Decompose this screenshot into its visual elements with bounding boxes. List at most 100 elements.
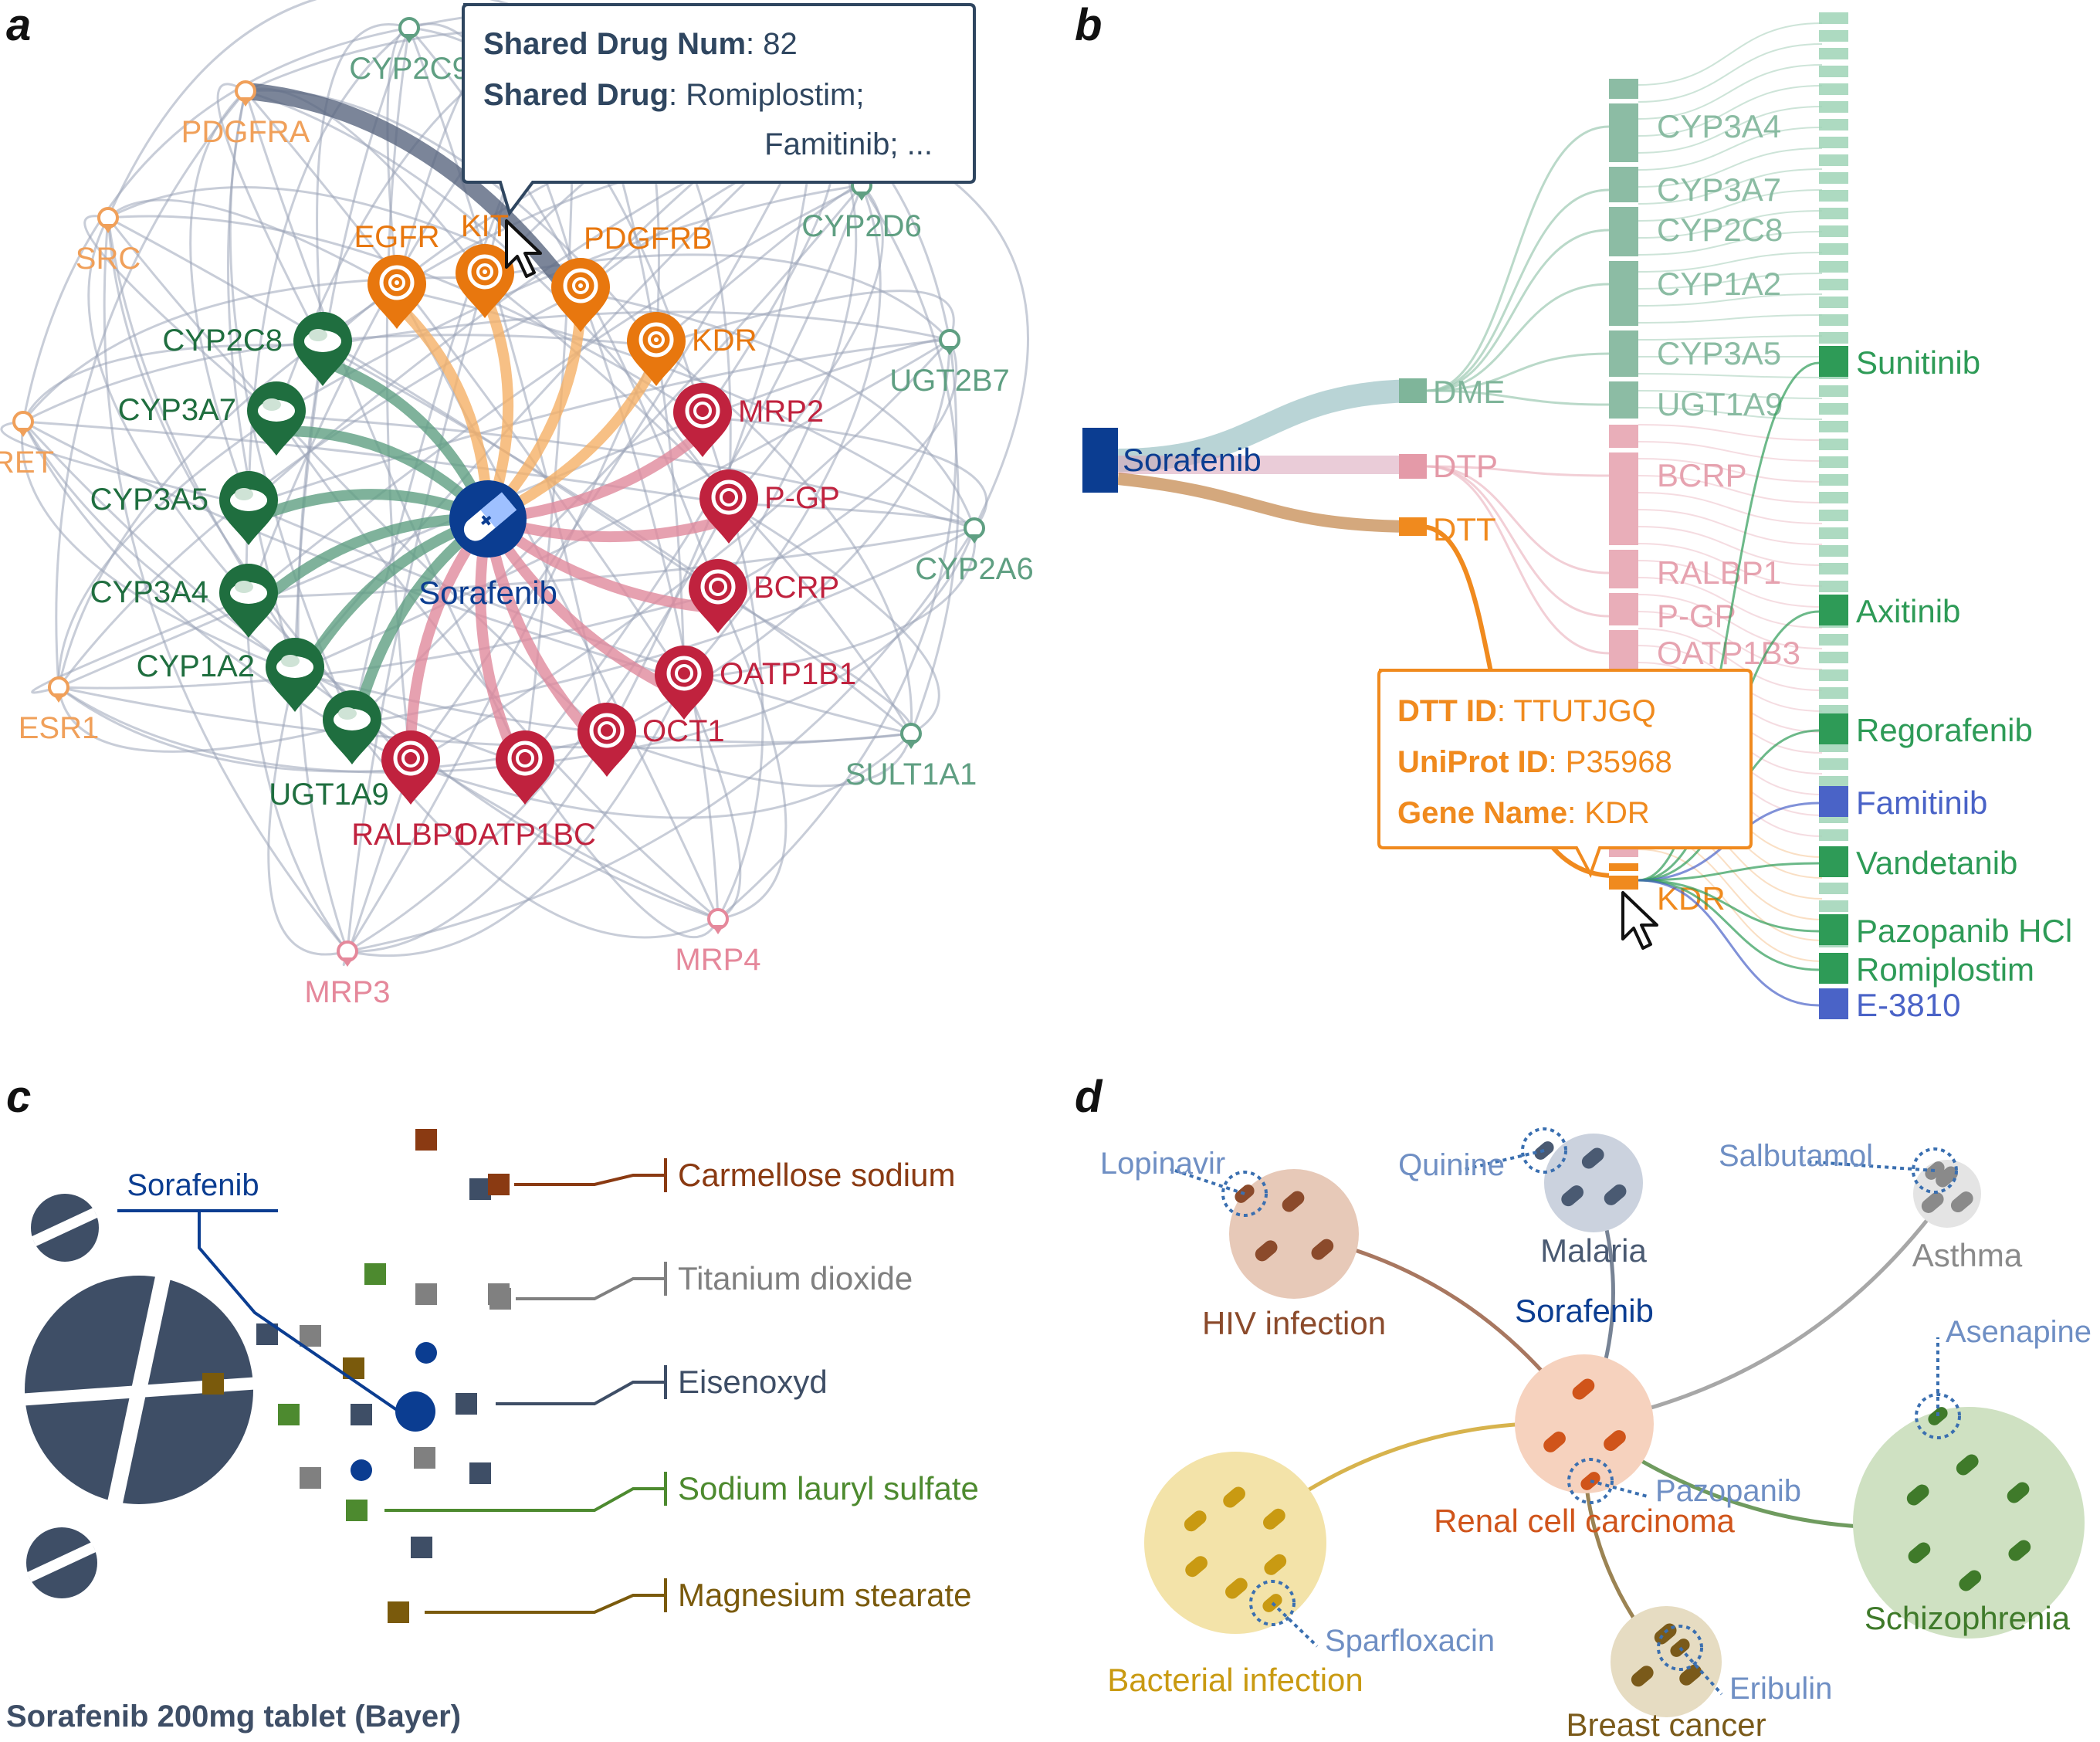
- sankey-link: [1638, 231, 1823, 256]
- network-edge: [682, 679, 742, 920]
- network-edge: [22, 26, 410, 422]
- node-ugt1a9[interactable]: UGT1A9: [269, 690, 389, 812]
- node-p-gp[interactable]: P-GP: [699, 469, 840, 544]
- middle-node-cyp1a2[interactable]: CYP1A2: [1657, 266, 1781, 302]
- outer-node-mrp3[interactable]: MRP3: [304, 940, 391, 1009]
- node-cyp3a5[interactable]: CYP3A5: [90, 471, 278, 545]
- sankey-link: [1638, 85, 1823, 137]
- node-cyp1a2[interactable]: CYP1A2: [137, 638, 324, 712]
- outer-node-cyp2a6[interactable]: CYP2A6: [915, 517, 1034, 586]
- drug-node: [1819, 101, 1848, 113]
- drug-node-vandetanib[interactable]: [1819, 846, 1848, 877]
- drug-node-pazopanib-hcl[interactable]: [1819, 914, 1848, 945]
- node-cyp2c8[interactable]: CYP2C8: [162, 312, 352, 386]
- outer-node-ret[interactable]: RET: [0, 411, 54, 480]
- outer-node-src[interactable]: SRC: [76, 207, 141, 276]
- middle-node-cyp3a5[interactable]: CYP3A5: [1657, 335, 1781, 371]
- middle-node-divider: [1609, 545, 1638, 550]
- drug-node-sunitinib[interactable]: [1819, 346, 1848, 377]
- drug-pointer: [1170, 1168, 1245, 1195]
- excipient-particle: [489, 1288, 511, 1310]
- node-kit[interactable]: KIT: [456, 209, 514, 318]
- middle-node-ralbp1[interactable]: RALBP1: [1657, 554, 1781, 591]
- node-label: OATP1BC: [454, 818, 596, 852]
- transporter-icon: [666, 656, 702, 691]
- network-edge: [716, 592, 788, 920]
- middle-node-cyp3a4[interactable]: CYP3A4: [1657, 108, 1781, 144]
- sorafenib-label: Sorafenib: [127, 1168, 259, 1202]
- drug-node-romiplostim[interactable]: [1819, 953, 1848, 984]
- network-edge: [606, 733, 913, 788]
- node-oatp1b1[interactable]: OATP1B1: [655, 646, 856, 720]
- sankey-link: [1426, 465, 1610, 618]
- middle-node-bcrp[interactable]: BCRP: [1657, 457, 1747, 493]
- pill-icon: [1581, 1147, 1604, 1169]
- node-cyp3a4[interactable]: CYP3A4: [90, 564, 278, 638]
- excipient-particle: [351, 1404, 372, 1425]
- sankey-kdr-node[interactable]: [1609, 863, 1638, 890]
- sankey-dme-node[interactable]: [1399, 378, 1427, 403]
- outer-node-cyp2d6[interactable]: CYP2D6: [801, 175, 922, 243]
- pin-tip: [341, 957, 354, 967]
- sankey-link: [1638, 373, 1823, 378]
- middle-node-cyp2c8[interactable]: CYP2C8: [1657, 212, 1783, 248]
- node-label: SRC: [76, 242, 141, 276]
- repurposed-drug-quinine: Quinine: [1398, 1148, 1505, 1182]
- node-egfr[interactable]: EGFR: [354, 220, 440, 329]
- tooltip-line-2: Shared Drug: Romiplostim;: [483, 78, 864, 112]
- outer-node-mrp4[interactable]: MRP4: [675, 908, 761, 977]
- outer-node-pdgfra[interactable]: PDGFRA: [181, 80, 310, 149]
- disease-label: Malaria: [1540, 1232, 1647, 1269]
- drug-node: [1819, 687, 1848, 699]
- node-ralbp1[interactable]: RALBP1: [351, 730, 470, 852]
- network-edge: [579, 291, 720, 920]
- outer-node-ugt2b7[interactable]: UGT2B7: [889, 329, 1010, 398]
- network-edge: [87, 217, 250, 598]
- sorafenib-particle: [395, 1391, 435, 1432]
- shared-drug-tooltip: Shared Drug Num: 82 Shared Drug: Romiplo…: [462, 2, 976, 217]
- sankey-dtt-node[interactable]: [1399, 517, 1427, 536]
- middle-node-oatp1b3[interactable]: OATP1B3: [1657, 635, 1800, 671]
- drug-node-axitinib[interactable]: [1819, 595, 1848, 625]
- target-icon: [467, 254, 503, 290]
- pill-icon: [2008, 1540, 2031, 1561]
- network-edge: [57, 686, 353, 753]
- node-label: CYP3A4: [90, 575, 208, 609]
- middle-node-ugt1a9[interactable]: UGT1A9: [1657, 386, 1783, 422]
- outer-node-esr1[interactable]: ESR1: [19, 676, 100, 745]
- outer-node-cyp2c9[interactable]: CYP2C9: [349, 17, 469, 86]
- node-bcrp[interactable]: BCRP: [689, 559, 839, 633]
- pill-icon: [1311, 1239, 1334, 1260]
- node-kdr[interactable]: KDR: [627, 312, 757, 386]
- transporter-icon: [685, 393, 720, 429]
- sankey-dtp-node[interactable]: [1399, 454, 1427, 479]
- node-pdgfrb[interactable]: PDGFRB: [551, 222, 713, 332]
- drug-node-e-3810[interactable]: [1819, 988, 1848, 1019]
- middle-node-divider: [1609, 377, 1638, 381]
- node-label: UGT2B7: [889, 364, 1010, 398]
- drug-node-famitinib[interactable]: [1819, 786, 1848, 817]
- middle-node-cyp3a7[interactable]: CYP3A7: [1657, 171, 1781, 208]
- pill-icon: [1184, 1510, 1207, 1532]
- node-oatp1bc[interactable]: OATP1BC: [454, 730, 596, 852]
- node-label: CYP3A7: [118, 393, 236, 427]
- outer-node-sult1a1[interactable]: SULT1A1: [845, 723, 977, 791]
- panel-letter-a: a: [6, 0, 31, 50]
- middle-node-p-gp[interactable]: P-GP: [1657, 598, 1736, 634]
- panel-letter-d: d: [1075, 1072, 1103, 1122]
- node-mrp2[interactable]: MRP2: [673, 383, 824, 457]
- excipient-particle: [488, 1174, 510, 1195]
- node-oct1[interactable]: OCT1: [578, 703, 725, 777]
- node-cyp3a7[interactable]: CYP3A7: [118, 381, 306, 456]
- drug-node-regorafenib[interactable]: [1819, 713, 1848, 744]
- sankey-source-node[interactable]: [1082, 428, 1118, 493]
